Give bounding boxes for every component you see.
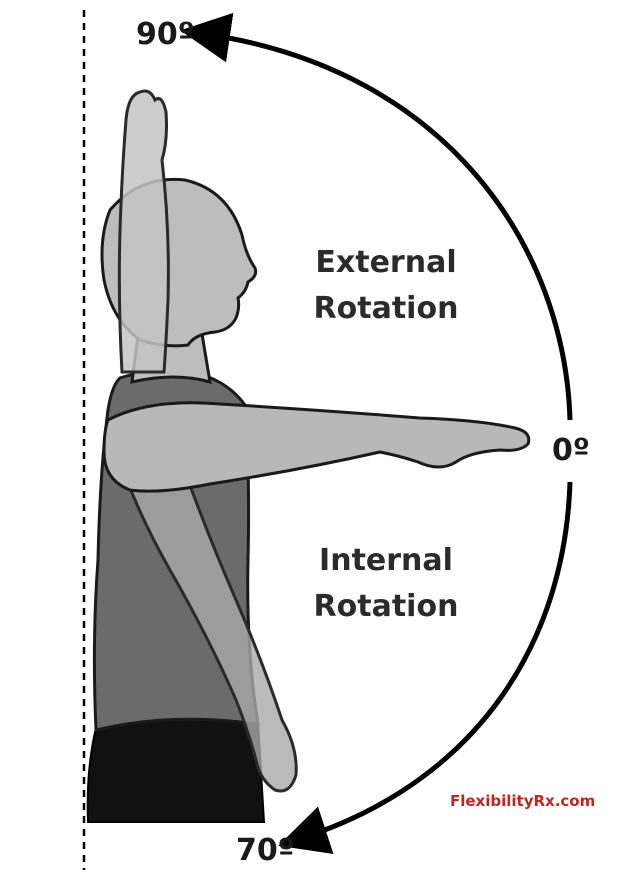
external-rotation-arc	[180, 12, 573, 421]
external-rotation-label: External Rotation	[276, 240, 496, 332]
internal-rotation-line1: Internal	[319, 543, 453, 578]
external-rotation-line1: External	[315, 245, 457, 280]
figure-arm-raised	[117, 89, 170, 374]
internal-rotation-line2: Rotation	[313, 589, 459, 624]
figure-pants	[86, 717, 266, 823]
angle-label-0: 0º	[552, 433, 590, 468]
internal-rotation-arc	[278, 481, 573, 855]
internal-rotation-label: Internal Rotation	[276, 538, 496, 630]
figure-arm-horizontal	[102, 401, 531, 493]
angle-label-90: 90º	[136, 17, 195, 52]
external-rotation-line2: Rotation	[313, 291, 459, 326]
figure-arm-lowered	[108, 418, 298, 793]
angle-label-70: 70º	[236, 833, 295, 868]
credit-text: FlexibilityRx.com	[450, 792, 596, 810]
